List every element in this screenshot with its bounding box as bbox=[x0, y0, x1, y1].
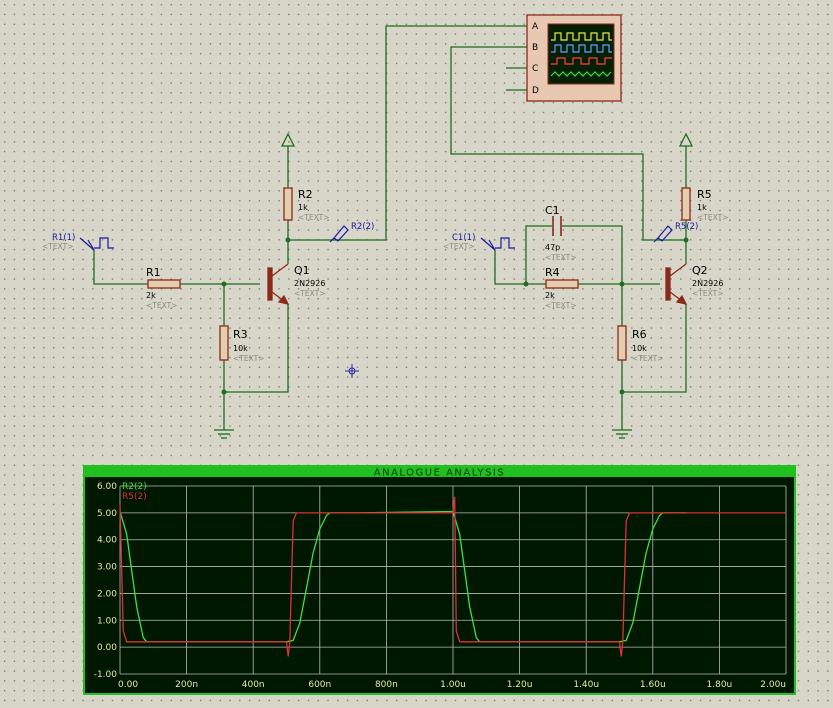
ground-terminal-left[interactable] bbox=[214, 429, 234, 439]
trace-r52 bbox=[119, 496, 786, 657]
generator-r1-icon[interactable] bbox=[79, 237, 114, 251]
c1-text: <TEXT> bbox=[545, 253, 576, 262]
c1-gen-text: <TEXT> bbox=[443, 242, 474, 251]
scope-channel-c-label: C bbox=[532, 64, 538, 74]
x-tick-label: 200n bbox=[175, 680, 198, 690]
q1-ref: Q1 bbox=[294, 264, 310, 277]
x-tick-label: 600n bbox=[308, 680, 331, 690]
c1-ref: C1 bbox=[545, 204, 560, 217]
r1-value: 2k bbox=[146, 291, 156, 300]
y-tick-label: 6.00 bbox=[97, 482, 117, 492]
r4-value: 2k bbox=[545, 291, 555, 300]
y-tick-label: 4.00 bbox=[97, 536, 117, 546]
x-tick-label: 1.80u bbox=[707, 680, 733, 690]
r1-gen-text: <TEXT> bbox=[42, 242, 73, 251]
x-tick-label: 1.40u bbox=[573, 680, 599, 690]
y-tick-label: 0.00 bbox=[97, 643, 117, 653]
capacitor-c1[interactable] bbox=[552, 216, 562, 236]
scope-channel-d-label: D bbox=[532, 86, 539, 96]
y-tick-label: 5.00 bbox=[97, 509, 117, 519]
resistor-r3[interactable] bbox=[219, 325, 229, 361]
x-tick-label: 1.60u bbox=[640, 680, 666, 690]
x-tick-label: 0.00 bbox=[118, 680, 138, 690]
x-tick-label: 800n bbox=[375, 680, 398, 690]
r3-text: <TEXT> bbox=[233, 354, 264, 363]
crosshair-cursor-icon bbox=[345, 364, 359, 378]
r5-probe-label: R5(2) bbox=[675, 222, 698, 232]
r3-ref: R3 bbox=[233, 328, 248, 341]
oscilloscope-screen-traces bbox=[550, 32, 612, 77]
graph-title: ANALOGUE ANALYSIS bbox=[374, 468, 505, 479]
power-terminal-left[interactable] bbox=[280, 132, 296, 147]
transistor-q2[interactable] bbox=[665, 263, 688, 305]
plot-traces bbox=[119, 496, 786, 657]
r5-text: <TEXT> bbox=[697, 213, 728, 222]
scope-channel-b-label: B bbox=[532, 43, 538, 53]
r4-ref: R4 bbox=[545, 266, 560, 279]
r2-ref: R2 bbox=[298, 188, 313, 201]
c1-gen-label: C1(1) bbox=[452, 233, 475, 243]
c1-value: 47p bbox=[545, 243, 560, 252]
x-tick-label: 400n bbox=[242, 680, 265, 690]
generator-c1-icon[interactable] bbox=[480, 237, 515, 251]
oscilloscope[interactable]: A B C D bbox=[526, 14, 622, 102]
x-tick-label: 1.00u bbox=[440, 680, 466, 690]
r6-value: 10k bbox=[632, 344, 647, 353]
graph-title-bar[interactable] bbox=[84, 466, 795, 477]
legend-entry: R2(2) bbox=[122, 482, 147, 492]
r6-ref: R6 bbox=[632, 328, 647, 341]
y-tick-label: 2.00 bbox=[97, 589, 117, 599]
r1-ref: R1 bbox=[146, 266, 161, 279]
voltage-probe-r5-icon[interactable] bbox=[653, 225, 673, 243]
r1-gen-label: R1(1) bbox=[52, 233, 75, 243]
x-tick-label: 2.00u bbox=[760, 680, 786, 690]
resistor-r4[interactable] bbox=[545, 279, 579, 289]
power-terminal-right[interactable] bbox=[678, 132, 694, 147]
resistor-r6[interactable] bbox=[617, 325, 627, 361]
analogue-analysis-graph[interactable]: ANALOGUE ANALYSIS -1.000.001.002.003.004… bbox=[83, 465, 796, 695]
y-tick-label: 3.00 bbox=[97, 563, 117, 573]
r5-value: 1k bbox=[697, 203, 707, 212]
scope-channel-a-label: A bbox=[532, 22, 539, 32]
q2-value: 2N2926 bbox=[692, 279, 723, 288]
q1-value: 2N2926 bbox=[294, 279, 325, 288]
resistor-r5[interactable] bbox=[681, 187, 691, 221]
r2-text: <TEXT> bbox=[298, 213, 329, 222]
r3-value: 10k bbox=[233, 344, 248, 353]
r2-value: 1k bbox=[298, 203, 308, 212]
resistor-r1[interactable] bbox=[147, 279, 181, 289]
r6-text: <TEXT> bbox=[632, 354, 663, 363]
legend: R2(2)R5(2) bbox=[122, 482, 147, 502]
r4-text: <TEXT> bbox=[545, 301, 576, 310]
r1-text: <TEXT> bbox=[146, 301, 177, 310]
ground-terminal-right[interactable] bbox=[612, 429, 632, 439]
y-tick-labels: -1.00 0.00 1.00 2.00 3.00 4.00 5.00 6.00 bbox=[94, 482, 118, 680]
q1-text: <TEXT> bbox=[294, 289, 325, 298]
q2-ref: Q2 bbox=[692, 264, 708, 277]
transistor-q1[interactable] bbox=[267, 263, 290, 305]
r2-probe-label: R2(2) bbox=[351, 222, 374, 232]
resistor-r2[interactable] bbox=[283, 187, 293, 221]
q2-text: <TEXT> bbox=[692, 289, 723, 298]
junctions bbox=[221, 237, 689, 395]
y-tick-label: 1.00 bbox=[97, 616, 117, 626]
voltage-probe-r2-icon[interactable] bbox=[329, 225, 349, 243]
x-tick-labels: 0.00 200n 400n 600n 800n 1.00u 1.20u 1.40u 1.60u… bbox=[118, 680, 786, 690]
legend-entry: R5(2) bbox=[122, 492, 147, 502]
r5-ref: R5 bbox=[697, 188, 712, 201]
y-tick-label: -1.00 bbox=[94, 670, 118, 680]
x-tick-label: 1.20u bbox=[507, 680, 533, 690]
